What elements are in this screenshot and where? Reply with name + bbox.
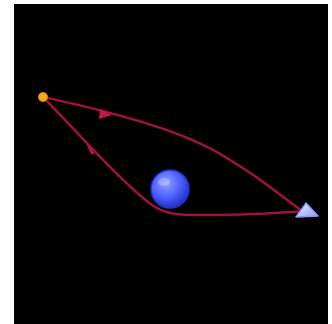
canvas-background [14, 4, 328, 324]
lens-sphere-icon [151, 170, 189, 208]
source-dot-icon [39, 93, 48, 102]
lens-sphere-highlight [158, 178, 170, 186]
